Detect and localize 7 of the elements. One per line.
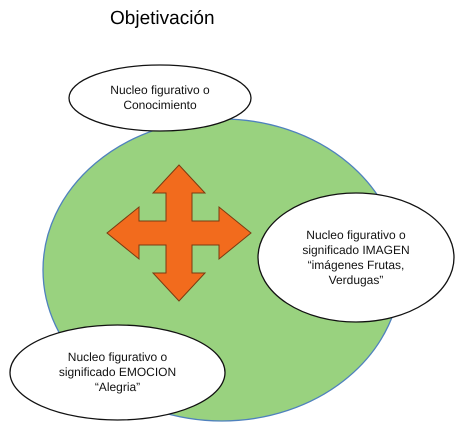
- node-text: Nucleo figurativo o Conocimiento: [109, 83, 211, 113]
- node-text: Nucleo figurativo o significado IMAGEN “imágenes Frutas, Verdugas”: [301, 228, 411, 288]
- ellipse-node: [9, 324, 226, 421]
- node-text: Nucleo figurativo o significado EMOCION “Alegria”: [58, 350, 178, 395]
- ellipse-node: [68, 64, 252, 132]
- ellipse-node: [257, 192, 455, 323]
- title: Objetivación: [110, 8, 215, 30]
